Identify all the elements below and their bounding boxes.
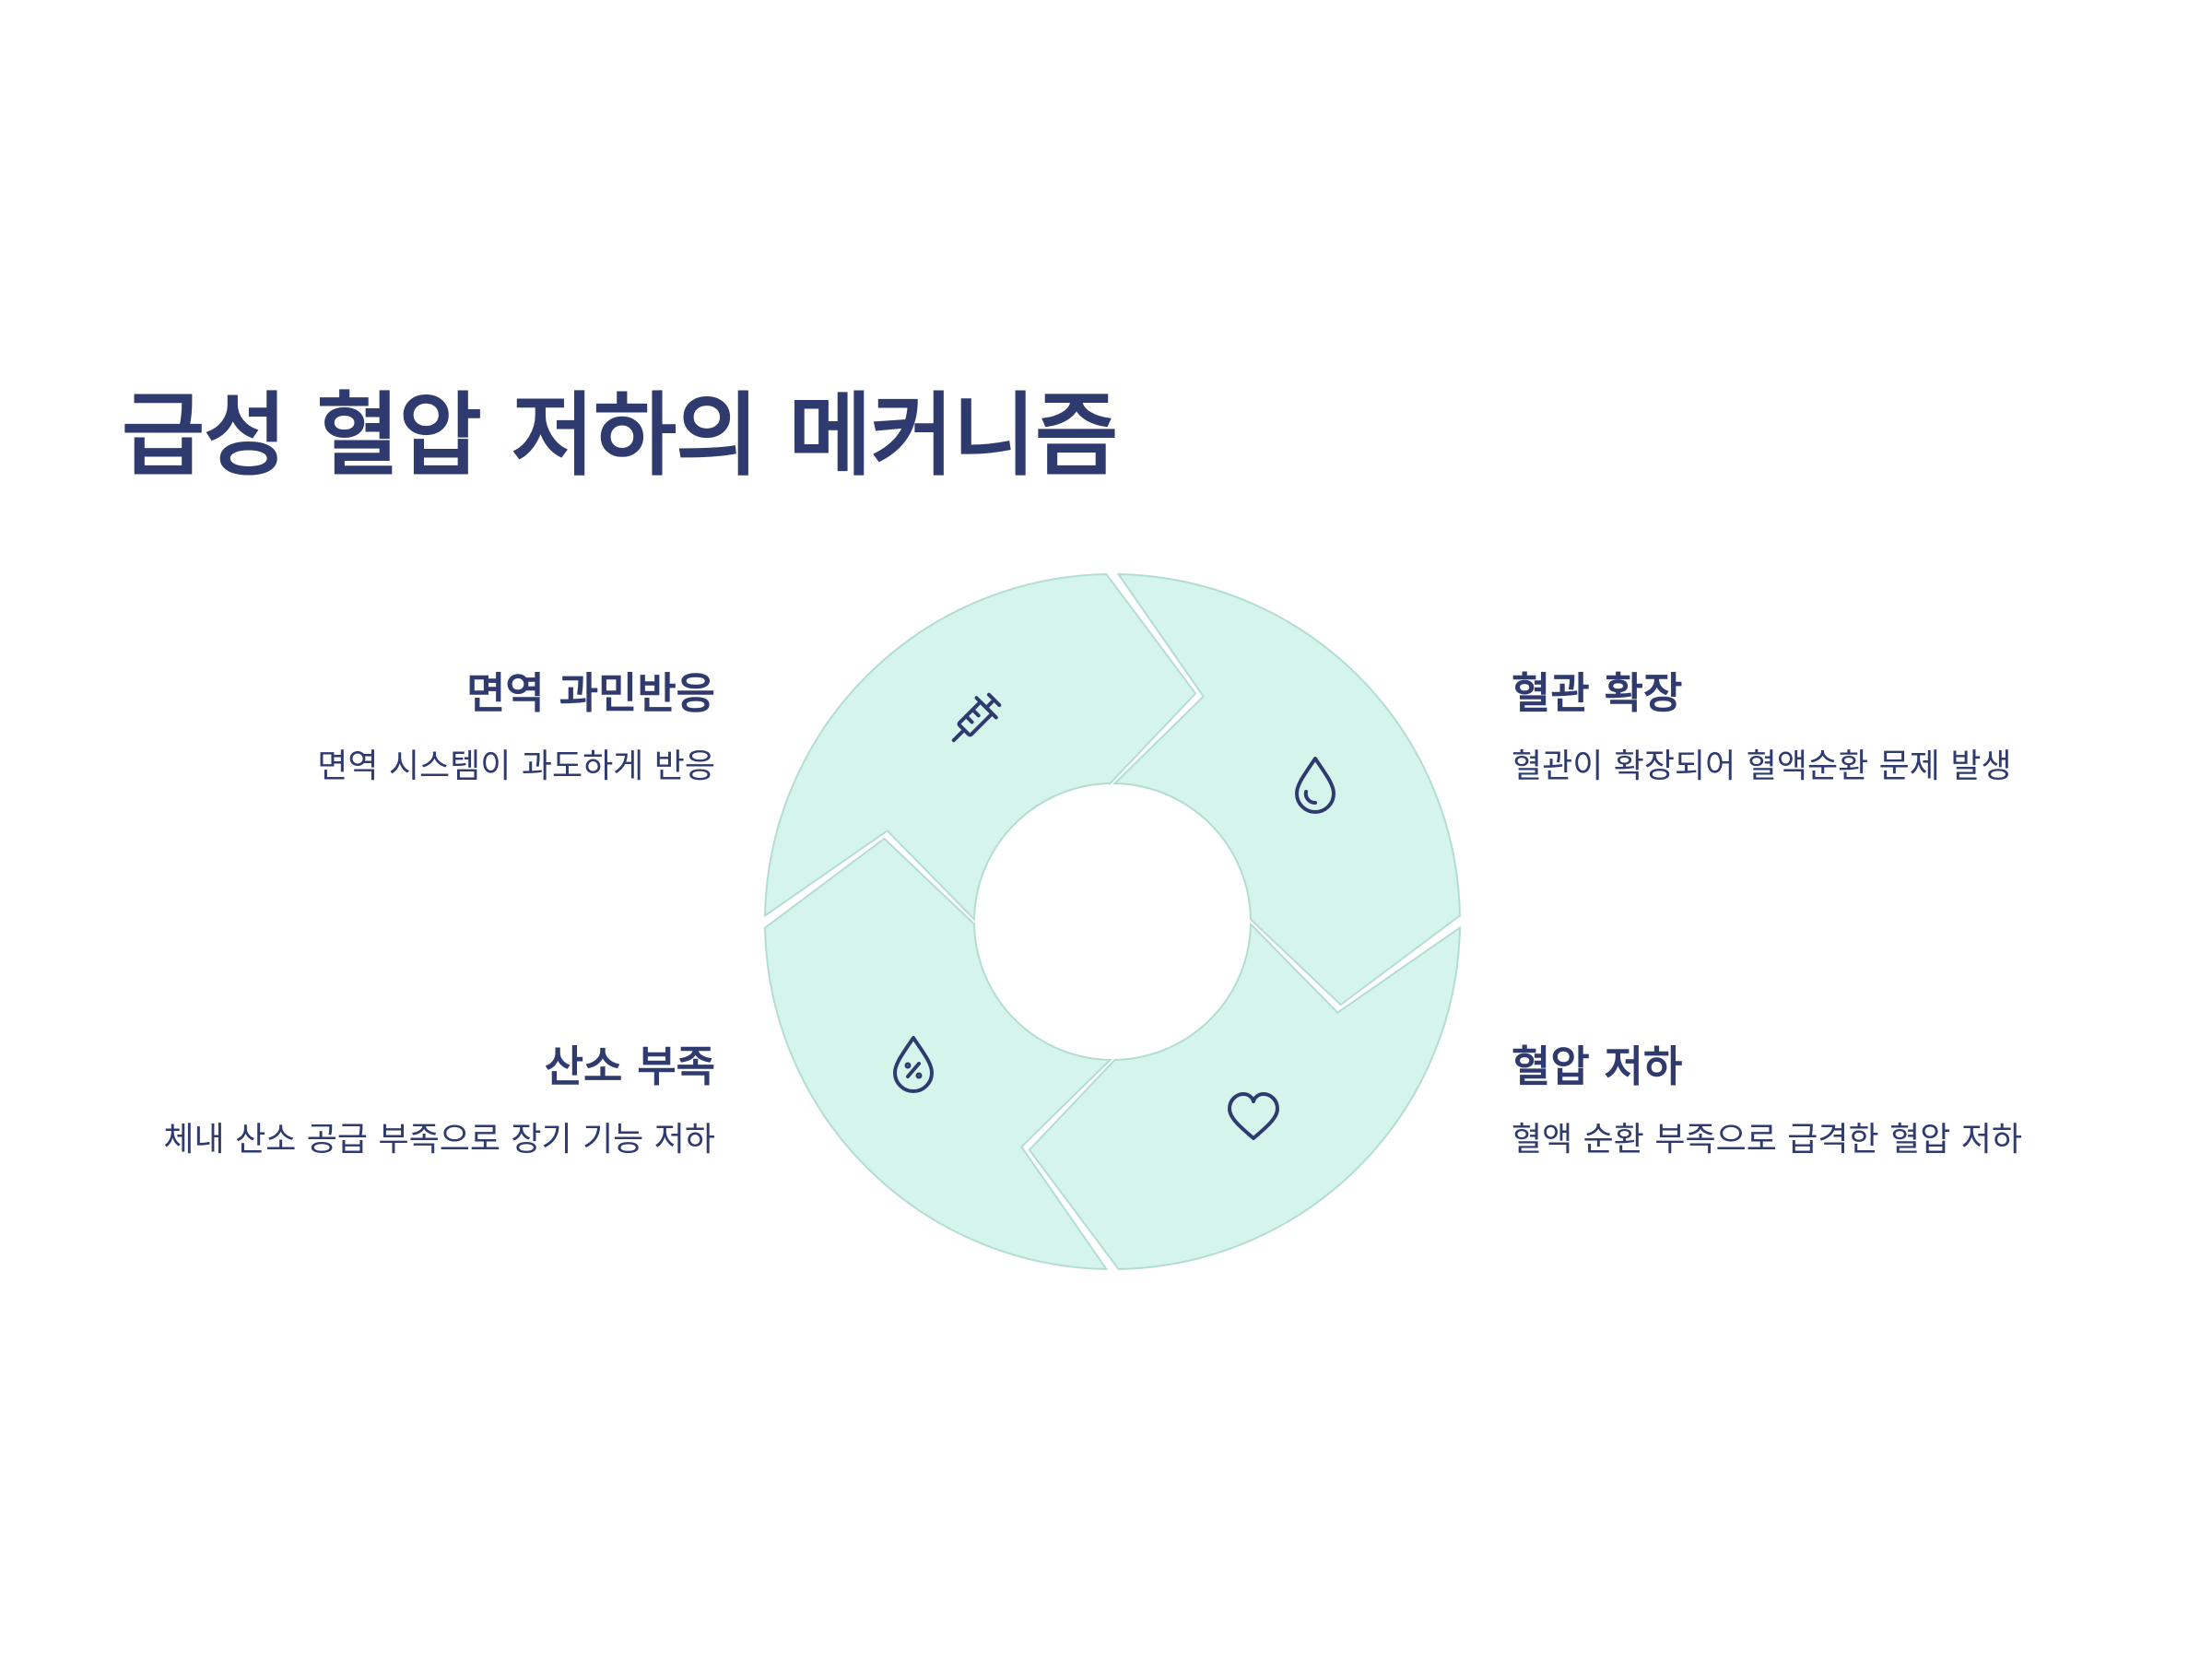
cycle-segment-immune xyxy=(764,573,1197,922)
segment-label-vasodilation: 혈관 확장 혈관이 확장되어 혈액순환 문제 발생 xyxy=(1512,668,2175,786)
segment-description: 면역 시스템이 과도하게 반응 xyxy=(317,747,715,786)
segment-label-hypotension: 혈압 저하 혈액 순환 부족으로 급격한 혈압 저하 xyxy=(1512,1041,2175,1159)
segment-label-immune: 면역 과민반응 면역 시스템이 과도하게 반응 xyxy=(52,668,715,786)
segment-description: 혈액 순환 부족으로 급격한 혈압 저하 xyxy=(1512,1121,2023,1159)
cycle-segment-hypoxia xyxy=(764,837,1112,1270)
segment-description: 혈관이 확장되어 혈액순환 문제 발생 xyxy=(1512,747,2012,786)
cycle-segment-hypotension xyxy=(1028,922,1461,1270)
cycle-segment-vasodilation xyxy=(1112,573,1461,1006)
segment-heading: 혈압 저하 xyxy=(1512,1041,1683,1091)
segment-heading: 혈관 확장 xyxy=(1512,668,1683,718)
segment-description: 체내 산소 공급 부족으로 장기 기능 저하 xyxy=(163,1121,715,1159)
syringe-icon xyxy=(951,692,1002,743)
heart-icon xyxy=(1228,1092,1279,1140)
page-title: 급성 혈압 저하의 메커니즘 xyxy=(122,383,1118,488)
percent-droplet-icon xyxy=(893,1036,934,1093)
segment-heading: 면역 과민반응 xyxy=(466,668,715,718)
segment-label-hypoxia: 산소 부족 체내 산소 공급 부족으로 장기 기능 저하 xyxy=(52,1041,715,1159)
droplet-icon xyxy=(1295,757,1335,814)
segment-heading: 산소 부족 xyxy=(544,1041,715,1091)
